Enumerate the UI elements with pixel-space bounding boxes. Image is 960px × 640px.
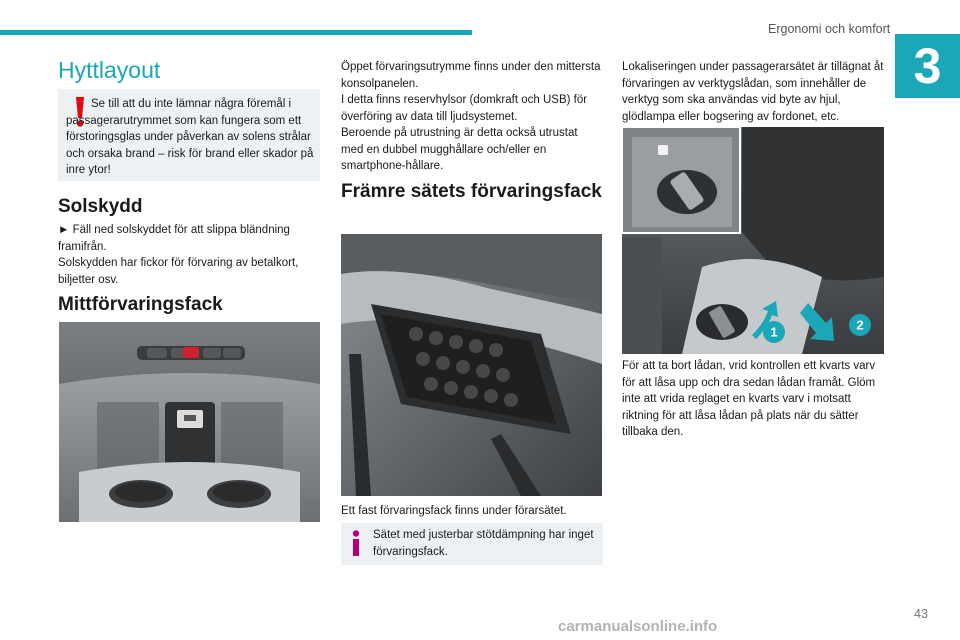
watermark: carmanualsonline.info <box>558 618 718 635</box>
warning-box: Se till att du inte lämnar några föremål… <box>58 89 320 181</box>
warning-text: Se till att du inte lämnar några föremål… <box>66 98 314 176</box>
callout-1-label: 1 <box>770 325 777 340</box>
info-icon <box>352 530 360 556</box>
section-title: Ergonomi och komfort <box>768 22 891 36</box>
storage-intro-3: Beroende på utrustning är detta också ut… <box>341 127 578 172</box>
front-seat-heading: Främre sätets förvaringsfack <box>341 181 602 202</box>
page-heading: Hyttlayout <box>58 57 161 83</box>
info-box: Sätet med justerbar stötdämpning har ing… <box>341 523 603 565</box>
page-number: 43 <box>914 607 928 621</box>
mitt-heading: Mittförvaringsfack <box>58 294 223 315</box>
toolbox-text: För att ta bort lådan, vrid kontrollen e… <box>622 360 876 438</box>
under-seat-storage-image <box>341 234 602 496</box>
center-console-image <box>59 322 320 522</box>
toolbox-intro: Lokaliseringen under passagerarsätet är … <box>622 61 884 123</box>
toolbox-image: 1 2 <box>622 127 884 354</box>
chapter-badge: 3 <box>895 34 960 98</box>
solskydd-text-2: Solskydden har fickor för förvaring av b… <box>58 257 299 286</box>
storage-intro-2: I detta finns reservhylsor (domkraft och… <box>341 94 588 123</box>
solskydd-text-1: ► Fäll ned solskyddet för att slippa blä… <box>58 224 290 253</box>
solskydd-heading: Solskydd <box>58 196 143 217</box>
header-accent-bar <box>0 30 472 35</box>
info-text: Sätet med justerbar stötdämpning har ing… <box>373 529 594 558</box>
callout-2-label: 2 <box>856 318 863 333</box>
warning-icon <box>76 97 84 127</box>
storage-intro-1: Öppet förvaringsutrymme finns under den … <box>341 61 601 90</box>
front-seat-caption: Ett fast förvaringsfack finns under föra… <box>341 505 567 517</box>
